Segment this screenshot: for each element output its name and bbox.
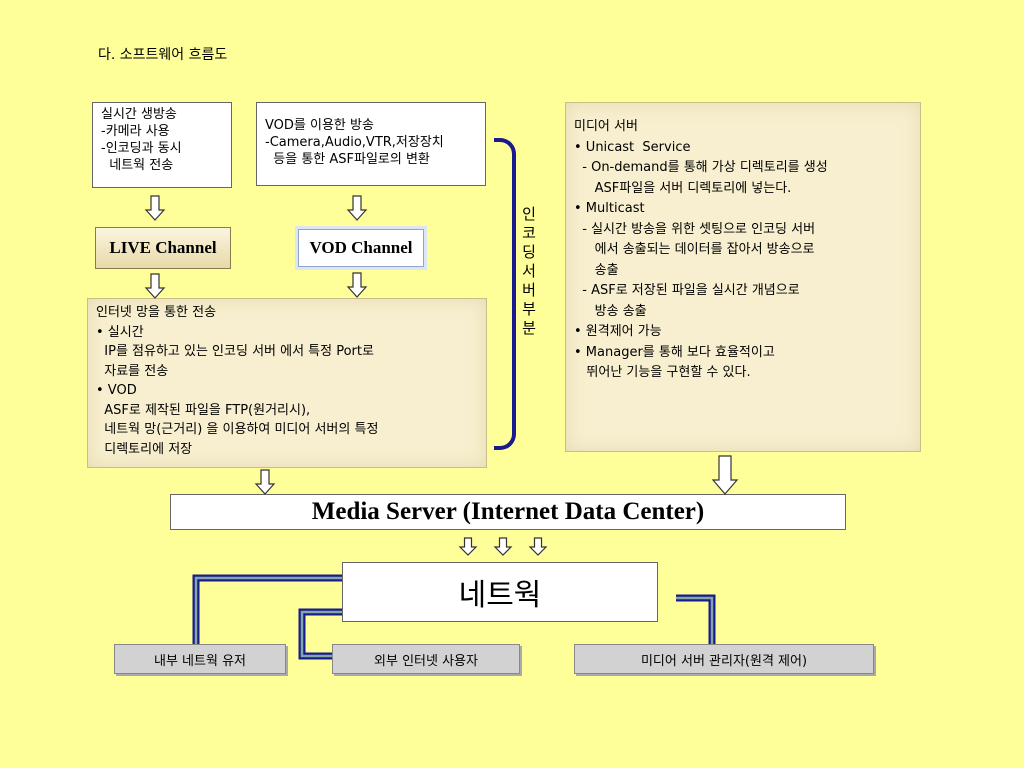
media-desc-line: 뛰어난 기능을 구현할 수 있다. [574,365,751,380]
down-arrow-icon [711,455,739,495]
media-desc-line: • Manager를 통해 보다 효율적이고 [574,344,775,360]
encoding-label-char: 서 [522,262,536,280]
vod-source-box: VOD를 이용한 방송 -Camera,Audio,VTR,저장장치 등을 통한… [256,102,486,186]
vod-source-line: -Camera,Audio,VTR,저장장치 [265,135,444,150]
media-desc-line: - 실시간 방송을 위한 셋팅으로 인코딩 서버 [574,221,816,237]
transfer-box: 인터넷 망을 통한 전송 • 실시간 IP를 점유하고 있는 인코딩 서버 에서… [87,298,487,468]
down-arrow-icon [494,537,512,556]
vod-source-line: 등을 통한 ASF파일로의 변환 [265,152,430,167]
transfer-line: 인터넷 망을 통한 전송 [96,305,217,320]
media-server-box: Media Server (Internet Data Center) [170,494,846,530]
vod-channel-box: VOD Channel [298,229,424,267]
page-title: 다. 소프트웨어 흐름도 [98,47,228,63]
media-desc-line: • Unicast Service [574,139,691,155]
down-arrow-icon [459,537,477,556]
external-internet-user-box: 외부 인터넷 사용자 [332,644,520,674]
media-desc-line: • 원격제어 가능 [574,324,662,339]
media-desc-line: - ASF로 저장된 파일을 실시간 개념으로 [574,283,800,298]
live-channel-box: LIVE Channel [95,227,231,269]
media-desc-line: 미디어 서버 [574,119,638,134]
encoding-label-char: 딩 [522,243,536,261]
encoding-bracket [494,138,516,450]
media-desc-line: ASF파일을 서버 디렉토리에 넣는다. [574,180,792,196]
media-server-description-box: 미디어 서버 • Unicast Service - On-demand를 통해… [565,102,921,452]
encoding-label-char: 부 [522,300,536,318]
transfer-line: 네트웍 망(근거리) 을 이용하여 미디어 서버의 특정 [96,422,379,437]
transfer-line: 디렉토리에 저장 [96,441,193,457]
media-desc-line: - On-demand를 통해 가상 디렉토리를 생성 [574,160,828,175]
encoding-label-char: 분 [522,319,536,337]
media-desc-line: 송출 [574,262,619,278]
connector-lines [192,574,716,660]
network-box: 네트웍 [342,562,658,622]
vod-source-line: VOD를 이용한 방송 [265,118,374,133]
live-source-line: 네트웍 전송 [101,158,174,173]
encoding-label-char: 버 [522,281,536,299]
transfer-line: 자료를 전송 [96,363,169,379]
down-arrow-icon [145,195,165,221]
transfer-line: IP를 점유하고 있는 인코딩 서버 에서 특정 Port로 [96,344,374,359]
media-desc-line: 방송 송출 [574,303,647,319]
internal-network-user-box: 내부 네트웍 유저 [114,644,286,674]
media-desc-line: 에서 송출되는 데이터를 잡아서 방송으로 [574,242,815,257]
encoding-label-char: 인 [522,205,536,223]
media-desc-line: • Multicast [574,201,645,216]
live-source-line: 실시간 생방송 [101,107,177,122]
down-arrow-icon [255,469,275,495]
live-source-line: -카메라 사용 [101,124,170,139]
down-arrow-icon [347,272,367,298]
down-arrow-icon [145,273,165,299]
transfer-line: ASF로 제작된 파일을 FTP(원거리시), [96,402,311,418]
live-source-box: 실시간 생방송 -카메라 사용 -인코딩과 동시 네트웍 전송 [92,102,232,188]
live-source-line: -인코딩과 동시 [101,141,182,156]
encoding-label-char: 코 [522,224,536,242]
down-arrow-icon [529,537,547,556]
down-arrow-icon [347,195,367,221]
transfer-line: • 실시간 [96,324,144,340]
media-server-admin-box: 미디어 서버 관리자(원격 제어) [574,644,874,674]
transfer-line: • VOD [96,383,137,398]
